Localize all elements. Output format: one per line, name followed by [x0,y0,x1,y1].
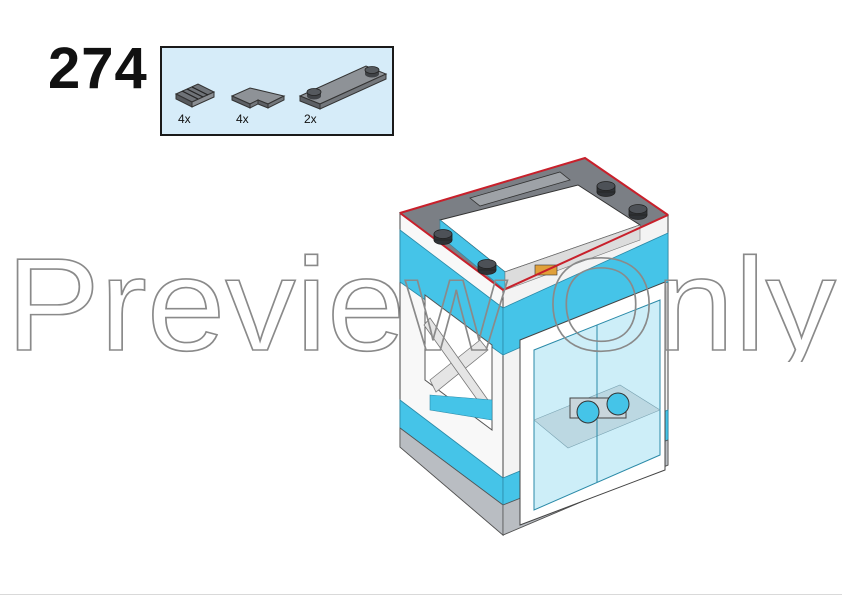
part-corner-tile: 4x [228,52,298,132]
part-quantity: 4x [236,112,249,126]
corner-tile-icon [230,87,286,109]
plate-two-studs-icon [298,65,388,110]
part-quantity: 4x [178,112,191,126]
part-quantity: 2x [304,112,317,126]
parts-callout: 4x 4x 2x [160,46,394,136]
page-divider [0,594,842,595]
part-grille-tile: 4x [170,52,240,132]
model-illustration [398,156,670,537]
grille-tile-icon [174,83,216,108]
part-plate-two-studs: 2x [296,52,392,132]
step-number: 274 [48,36,148,101]
